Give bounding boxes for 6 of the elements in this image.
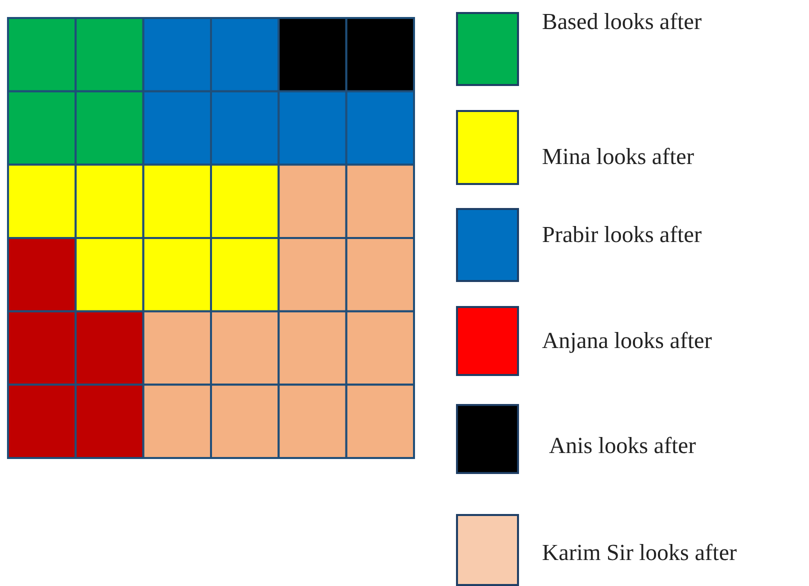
legend-label: Mina looks after <box>542 143 694 171</box>
legend-label: Prabir looks after <box>542 221 702 249</box>
legend-label: Anjana looks after <box>542 327 712 355</box>
legend-label: Based looks after <box>542 8 702 36</box>
legend-label: Karim Sir looks after <box>542 539 737 567</box>
legend-label: Anis looks after <box>549 432 696 460</box>
